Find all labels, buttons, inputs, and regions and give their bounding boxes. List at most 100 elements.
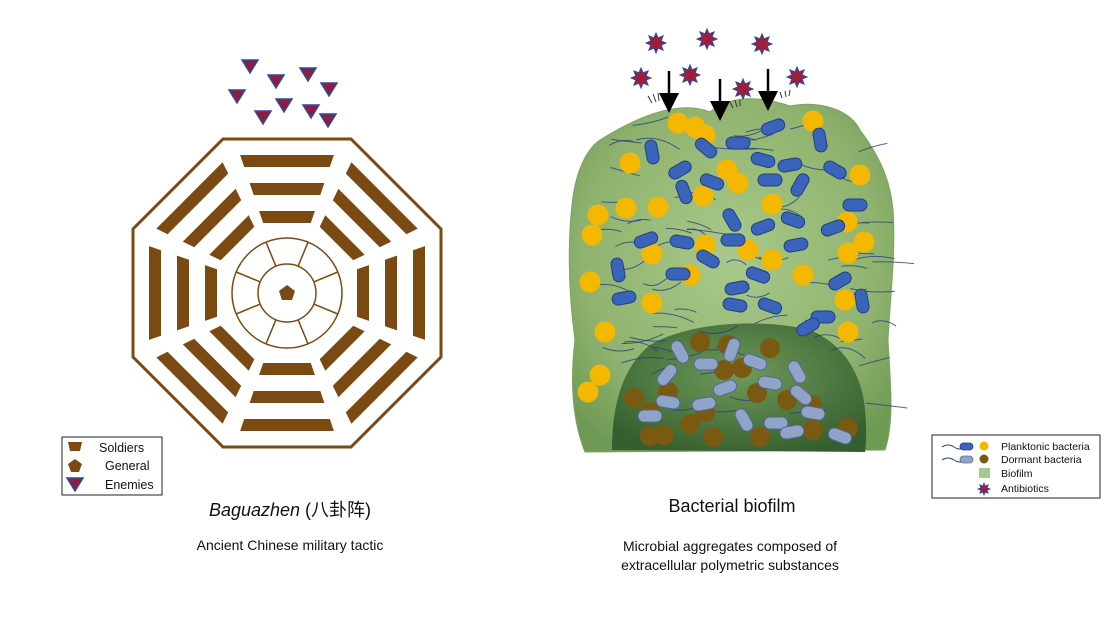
planktonic-rod xyxy=(790,173,810,197)
dormant-coccus xyxy=(803,420,823,440)
dormant-coccus xyxy=(714,360,734,380)
dormant-rod xyxy=(656,363,678,387)
soldier-bar xyxy=(156,162,229,235)
planktonic-rod xyxy=(828,271,852,291)
inner-ring-inner xyxy=(257,263,317,323)
planktonic-rod xyxy=(760,118,786,136)
planktonic-coccus xyxy=(761,193,783,215)
eps-thread xyxy=(651,312,695,323)
planktonic-coccus xyxy=(641,292,663,314)
planktonic-coccus xyxy=(587,204,609,226)
bagua-legend: Soldiers General Enemies xyxy=(61,436,163,496)
planktonic-coccus xyxy=(834,289,856,311)
antibiotic-icon xyxy=(678,63,702,87)
planktonic-rod xyxy=(633,231,659,249)
inner-spoke xyxy=(235,303,261,315)
general-legend-icon xyxy=(68,459,82,472)
soldier-bar xyxy=(149,246,161,340)
planktonic-rod xyxy=(745,266,771,284)
planktonic-coccus xyxy=(853,231,875,253)
planktonic-rod xyxy=(750,218,776,236)
planktonic-coccus-icon xyxy=(979,441,989,451)
planktonic-rod xyxy=(722,297,748,313)
soldier-bar xyxy=(413,246,425,340)
dormant-coccus xyxy=(760,338,780,358)
eps-thread xyxy=(754,314,788,324)
antibiotic-icon xyxy=(731,77,755,101)
planktonic-coccus xyxy=(802,110,824,132)
legend-general-label: General xyxy=(105,459,149,473)
planktonic-rod xyxy=(783,237,809,253)
eps-thread xyxy=(872,261,915,265)
soldier-bar xyxy=(240,155,334,167)
eps-thread xyxy=(687,220,712,231)
planktonic-coccus xyxy=(579,271,601,293)
enemy-icon xyxy=(301,104,321,120)
soldier-bars xyxy=(149,155,425,431)
planktonic-coccus xyxy=(615,197,637,219)
eps-thread xyxy=(635,137,680,150)
eps-thread xyxy=(871,320,897,327)
enemy-icon xyxy=(240,59,260,75)
planktonic-rod xyxy=(757,173,783,187)
planktonic-rod xyxy=(669,234,695,250)
inner-spoke xyxy=(265,241,277,267)
planktonic-rod xyxy=(780,211,806,229)
planktonic-coccus xyxy=(837,242,859,264)
biofilm-legend: Planktonic bacteria Dormant bacteria Bio… xyxy=(931,434,1101,499)
soldier-bar xyxy=(259,363,315,375)
dormant-rod xyxy=(789,384,813,406)
eps-thread xyxy=(632,116,669,126)
soldier-bar xyxy=(319,215,365,261)
biofilm-diagram xyxy=(568,98,915,453)
dormant-coccus xyxy=(654,425,674,445)
eps-thread xyxy=(610,216,642,222)
inner-spokes xyxy=(235,241,339,345)
eps-threads xyxy=(586,116,915,414)
planktonic-rod-icon xyxy=(959,442,974,451)
antibiotic-icon xyxy=(785,65,809,89)
eps-thread xyxy=(813,334,842,340)
soldier-bar xyxy=(249,183,325,195)
dormant-coccus xyxy=(624,388,644,408)
planktonic-coccus xyxy=(647,196,669,218)
planktonic-rod xyxy=(694,137,718,159)
antibiotic-icon xyxy=(750,32,774,56)
antibiotic-icon xyxy=(644,31,668,55)
dormant-rod xyxy=(655,394,681,410)
eps-thread xyxy=(674,308,697,313)
dormant-rod xyxy=(734,408,754,432)
dormant-rod xyxy=(670,340,690,364)
enemy-icon xyxy=(227,89,247,105)
legend-biofilm-label: Biofilm xyxy=(1001,468,1033,480)
legend-enemies-label: Enemies xyxy=(105,478,154,492)
dormant-coccus xyxy=(690,332,710,352)
soldier-bar xyxy=(249,391,325,403)
biofilm-subtitle: Microbial aggregates composed of extrace… xyxy=(570,537,890,575)
planktonic-coccus xyxy=(792,264,814,286)
planktonic-rod xyxy=(854,288,870,314)
planktonic-rod xyxy=(720,233,746,247)
enemy-group xyxy=(227,59,339,129)
eps-thread xyxy=(602,347,635,352)
dormant-rod-icon xyxy=(959,455,974,464)
soldier-bar xyxy=(177,255,189,331)
dormant-rod xyxy=(779,424,805,440)
planktonic-coccus xyxy=(589,364,611,386)
dormant-rod xyxy=(827,427,853,445)
eps-thread xyxy=(746,292,770,298)
dormant-rod xyxy=(723,337,741,363)
enemy-icon xyxy=(253,110,273,126)
soldier-bar xyxy=(156,351,229,424)
inner-ring-outer xyxy=(231,237,343,349)
eps-thread xyxy=(611,138,642,144)
eps-thread xyxy=(865,402,908,409)
dormant-coccus-icon xyxy=(979,454,989,464)
planktonic-rod xyxy=(842,198,868,212)
soldier-bar xyxy=(209,325,255,371)
inner-spoke xyxy=(235,271,261,283)
dormant-coccus xyxy=(750,427,770,447)
planktonic-rod xyxy=(757,297,783,315)
planktonic-coccus xyxy=(849,164,871,186)
soldier-bar xyxy=(332,188,392,248)
